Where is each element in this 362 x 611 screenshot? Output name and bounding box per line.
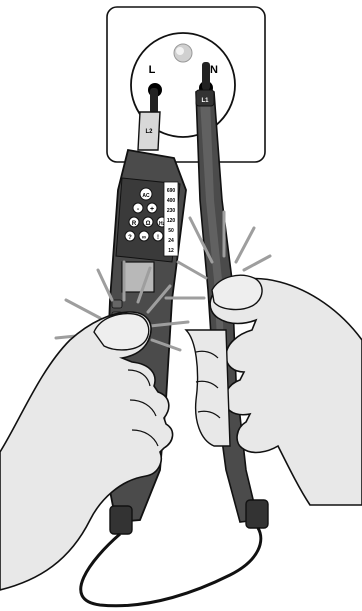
keypad-keys: AC - + R Ω Hz ? ∞ ! xyxy=(124,187,168,242)
terminal-label-left: L xyxy=(149,64,156,76)
right-probe-tip-label: L1 xyxy=(201,98,209,104)
scale-value-4: 50 xyxy=(168,228,174,234)
connecting-cable xyxy=(79,527,263,608)
left-probe-tip xyxy=(150,88,158,114)
key-ac xyxy=(139,187,153,201)
left-thumb xyxy=(93,312,150,351)
right-probe-plug xyxy=(245,499,269,529)
right-hand xyxy=(184,274,362,506)
earth-pin-highlight xyxy=(176,47,184,55)
left-probe-plug xyxy=(109,505,133,535)
key-ac-label: AC xyxy=(142,193,150,199)
scale-value-6: 12 xyxy=(168,248,174,254)
key-3 xyxy=(128,216,140,228)
key-5-label: Hz xyxy=(159,221,166,227)
scale-value-2: 230 xyxy=(167,208,176,214)
key-4 xyxy=(142,216,154,228)
key-7 xyxy=(138,230,150,242)
right-probe-collar xyxy=(195,89,215,107)
right-thumb xyxy=(211,274,263,311)
left-hand-shape xyxy=(0,311,174,591)
right-probe-tip xyxy=(202,62,210,90)
scale-value-1: 400 xyxy=(167,198,176,204)
scale-value-0: 690 xyxy=(167,188,176,194)
key-8 xyxy=(152,230,164,242)
key-1 xyxy=(132,202,144,214)
right-palm xyxy=(184,329,231,447)
wall-socket: L N xyxy=(106,6,266,163)
left-probe-tip-label: L2 xyxy=(145,129,153,135)
lcd-display xyxy=(121,261,155,293)
key-7-label: ∞ xyxy=(142,235,146,241)
left-hand xyxy=(0,311,174,591)
indicator-glow-lines xyxy=(54,210,272,352)
key-6-label: ? xyxy=(128,235,132,241)
left-probe-neck xyxy=(137,111,161,151)
key-4-label: Ω xyxy=(146,221,151,227)
key-2 xyxy=(146,202,158,214)
scale-value-5: 24 xyxy=(168,238,174,244)
key-3-label: R xyxy=(132,221,137,227)
voltage-scale: 690 400 230 120 50 24 12 xyxy=(163,181,179,257)
terminal-label-right: N xyxy=(210,64,218,76)
scale-value-3: 120 xyxy=(167,218,176,224)
key-6 xyxy=(124,230,136,242)
key-8-label: ! xyxy=(157,235,159,241)
scale-strip xyxy=(163,181,179,257)
key-2-label: + xyxy=(150,206,154,213)
key-1-label: - xyxy=(137,206,140,213)
